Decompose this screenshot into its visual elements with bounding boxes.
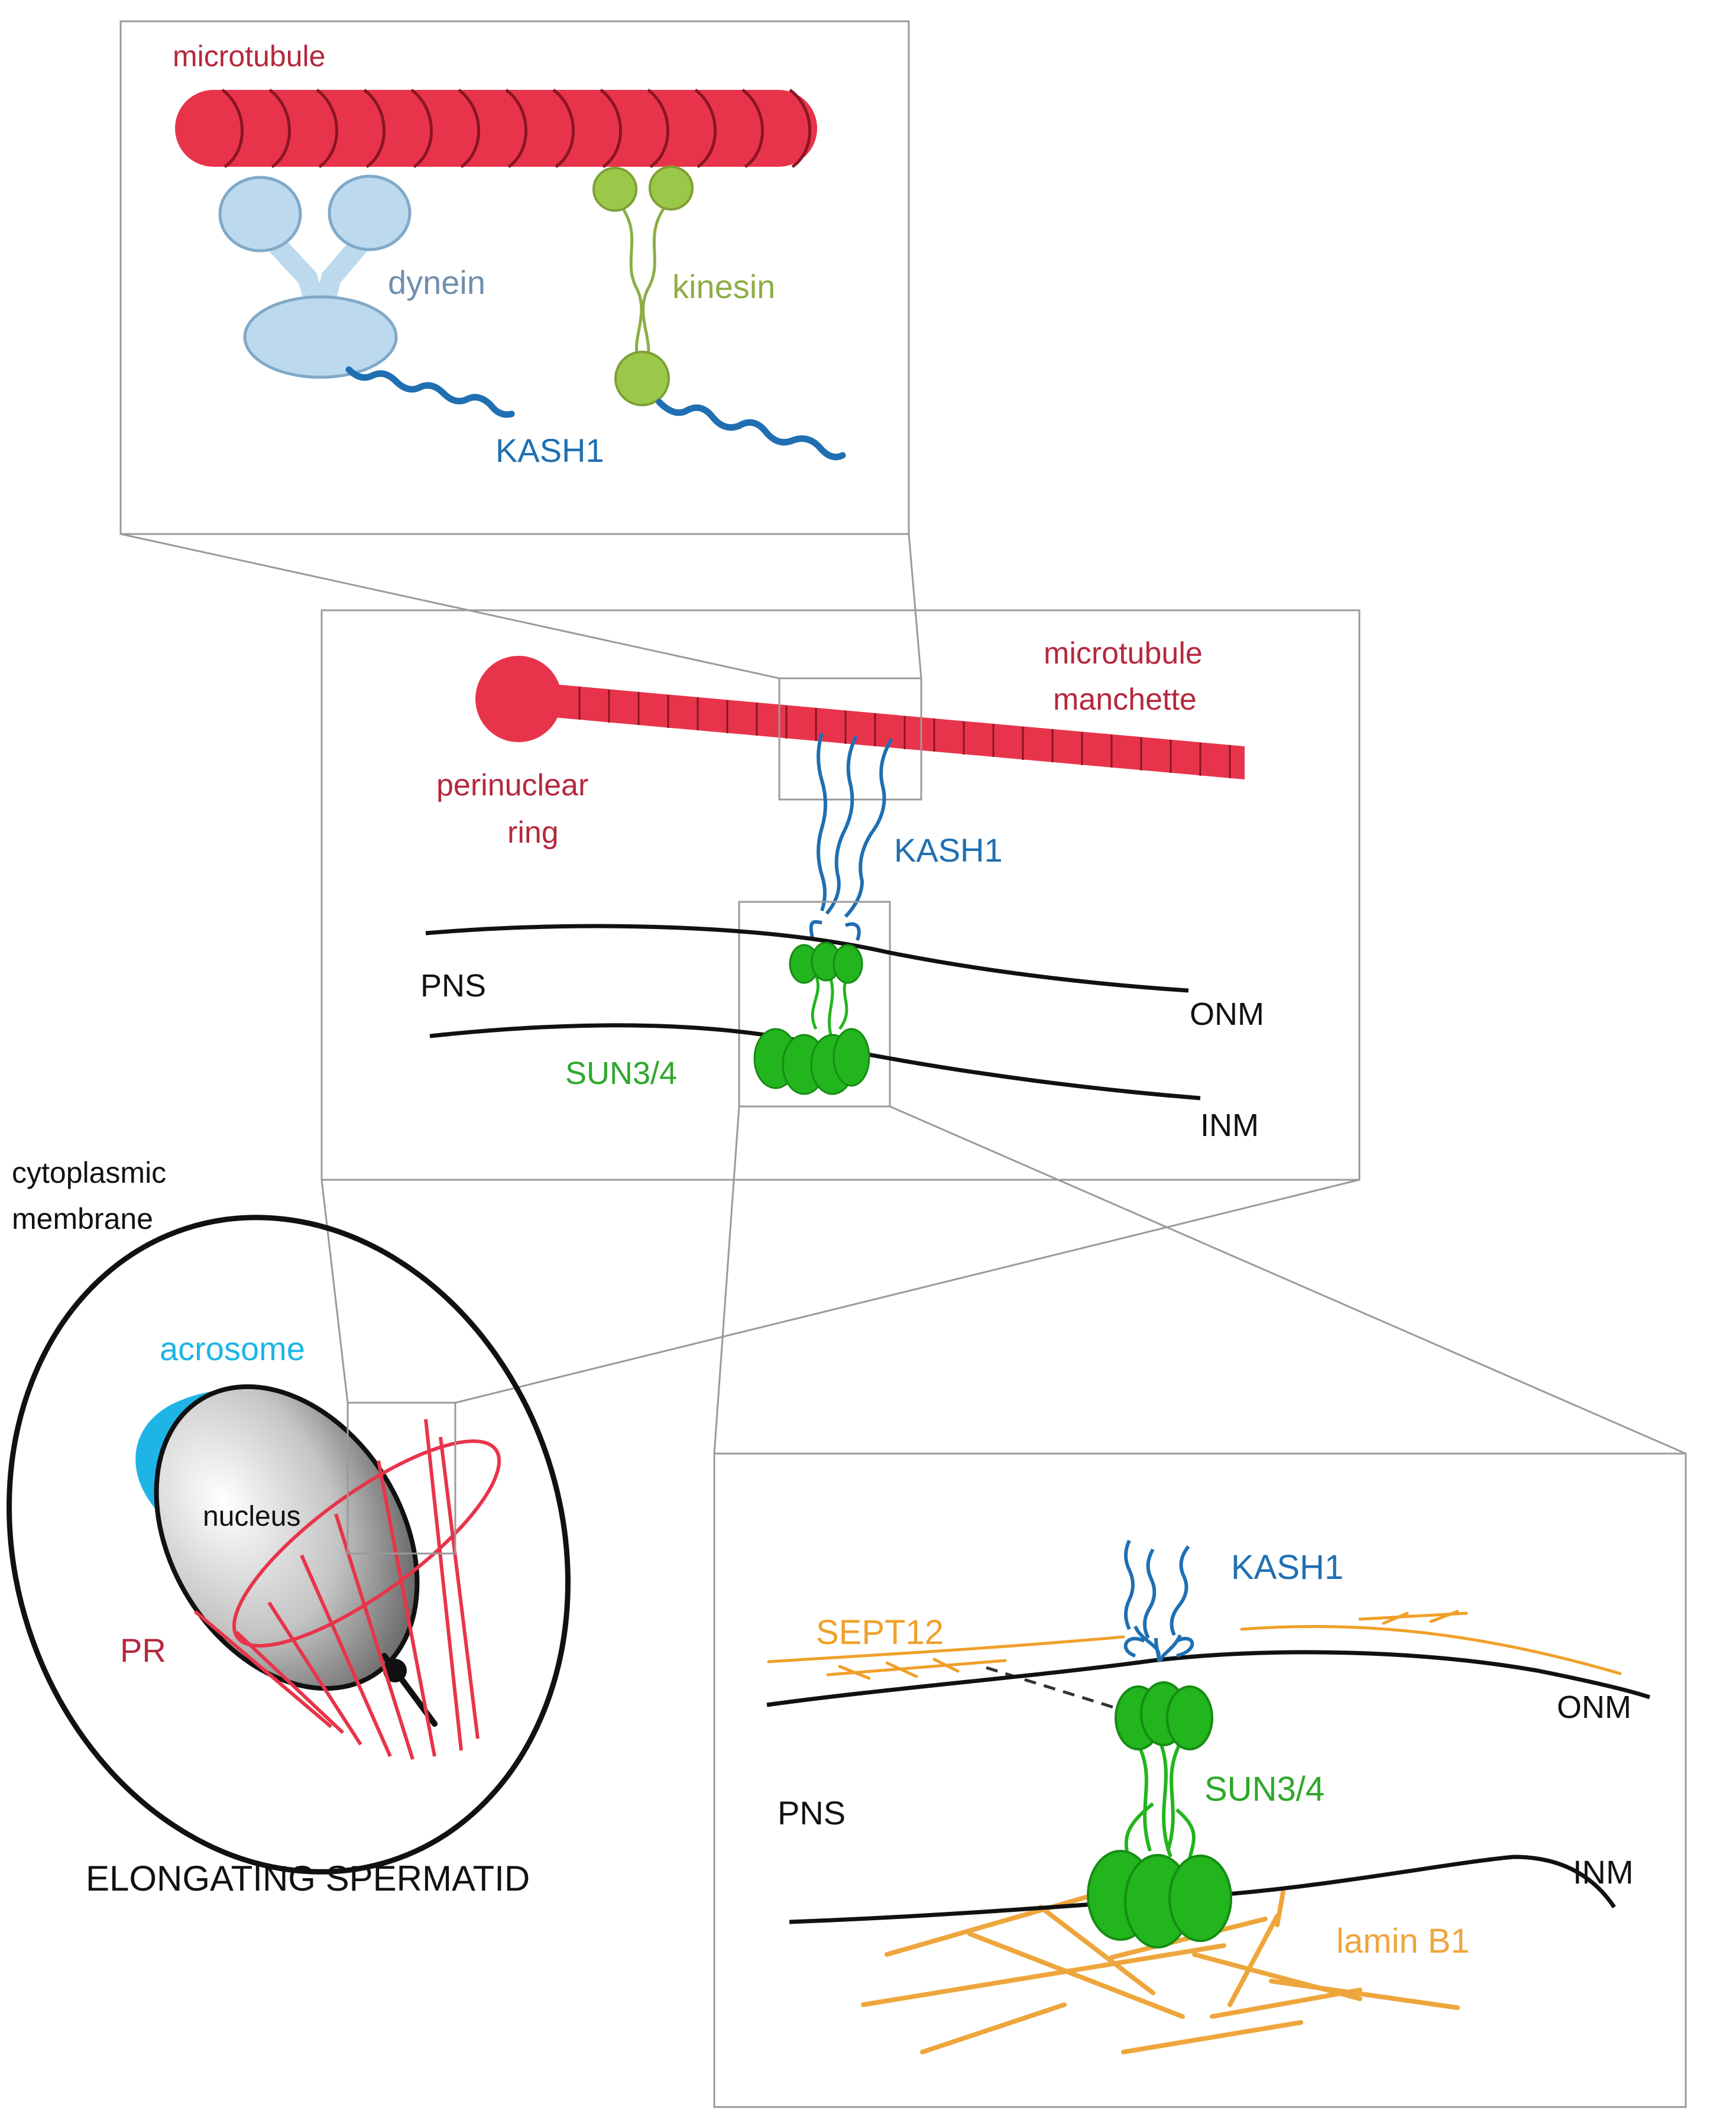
cytoplasmic-membrane [7, 1215, 571, 1875]
cytoplasmic-membrane-label-1: cytoplasmic [12, 1156, 166, 1189]
sun-complex-detail [1087, 1681, 1232, 1949]
microtubule-manchette-label-2: manchette [1053, 682, 1197, 717]
microtubule-label: microtubule [173, 40, 325, 73]
sept12-label: SEPT12 [816, 1613, 944, 1652]
spermatid-caption: ELONGATING SPERMATID [86, 1859, 530, 1898]
panel-frame [320, 609, 1361, 1181]
zoom-box-envelope [738, 901, 891, 1108]
inm-line-detail [789, 1855, 1616, 1924]
kash1-tether-kinesin [656, 399, 846, 461]
kinesin-label: kinesin [672, 268, 775, 305]
zoom-box-spermatid [346, 1402, 456, 1555]
zoom-connectors [120, 533, 1686, 1455]
cytoplasmic-membrane-label-2: membrane [12, 1202, 153, 1235]
kash1-label-top: KASH1 [495, 432, 604, 469]
sept12-filaments [767, 1610, 1622, 1680]
sun-label-mid: SUN3/4 [565, 1056, 677, 1091]
perinuclear-ring-manchette [194, 1419, 501, 1760]
perinuclear-ring-head [475, 656, 562, 742]
nucleus-label: nucleus [203, 1501, 300, 1532]
kash1-tethers-detail [1123, 1539, 1194, 1662]
pns-label-mid: PNS [420, 968, 486, 1004]
sept12-sun-connector [986, 1666, 1139, 1717]
onm-label-mid: ONM [1190, 996, 1264, 1032]
onm-line [425, 924, 1189, 993]
manchette-panel: microtubule manchette perinuclear ring K… [320, 609, 1361, 1181]
kash1-tethers [809, 733, 893, 941]
kash1-tether-dynein [345, 366, 515, 418]
perinuclear-ring-label-2: ring [507, 815, 559, 850]
inm-label-detail: INM [1573, 1853, 1634, 1891]
panel-frame [713, 1452, 1687, 2108]
microtubule-filament [175, 89, 817, 169]
sun-complex-mid [753, 941, 870, 1095]
onm-label-detail: ONM [1557, 1690, 1631, 1725]
envelope-detail-panel: KASH1 SEPT12 ONM PNS SUN3/4 INM lamin B1 [713, 1452, 1687, 2108]
dynein-label: dynein [388, 264, 485, 301]
lamin-b1-label: lamin B1 [1336, 1922, 1470, 1960]
microtubule-manchette [520, 681, 1245, 779]
perinuclear-ring-label-1: perinuclear [436, 768, 588, 802]
nucleus [154, 1384, 420, 1691]
sun-label-detail: SUN3/4 [1204, 1770, 1324, 1808]
lamin-b1-network [861, 1884, 1460, 2054]
dynein-motor [218, 174, 412, 379]
motor-detail-panel: microtubule [119, 20, 910, 535]
spermatid-panel: cytoplasmic membrane acrosome nucleus PR… [7, 1156, 571, 1898]
inm-label-mid: INM [1200, 1108, 1259, 1143]
microtubule-manchette-label-1: microtubule [1044, 636, 1203, 671]
kash1-label-mid: KASH1 [894, 831, 1003, 869]
kash1-label-detail: KASH1 [1231, 1548, 1343, 1587]
zoom-box-motor [778, 677, 922, 801]
acrosome-label: acrosome [160, 1330, 305, 1367]
kinesin-motor [592, 166, 694, 406]
panel-frame [119, 20, 910, 535]
pns-label-detail: PNS [778, 1794, 846, 1831]
pr-label: PR [120, 1632, 166, 1669]
onm-line-detail [766, 1650, 1651, 1707]
